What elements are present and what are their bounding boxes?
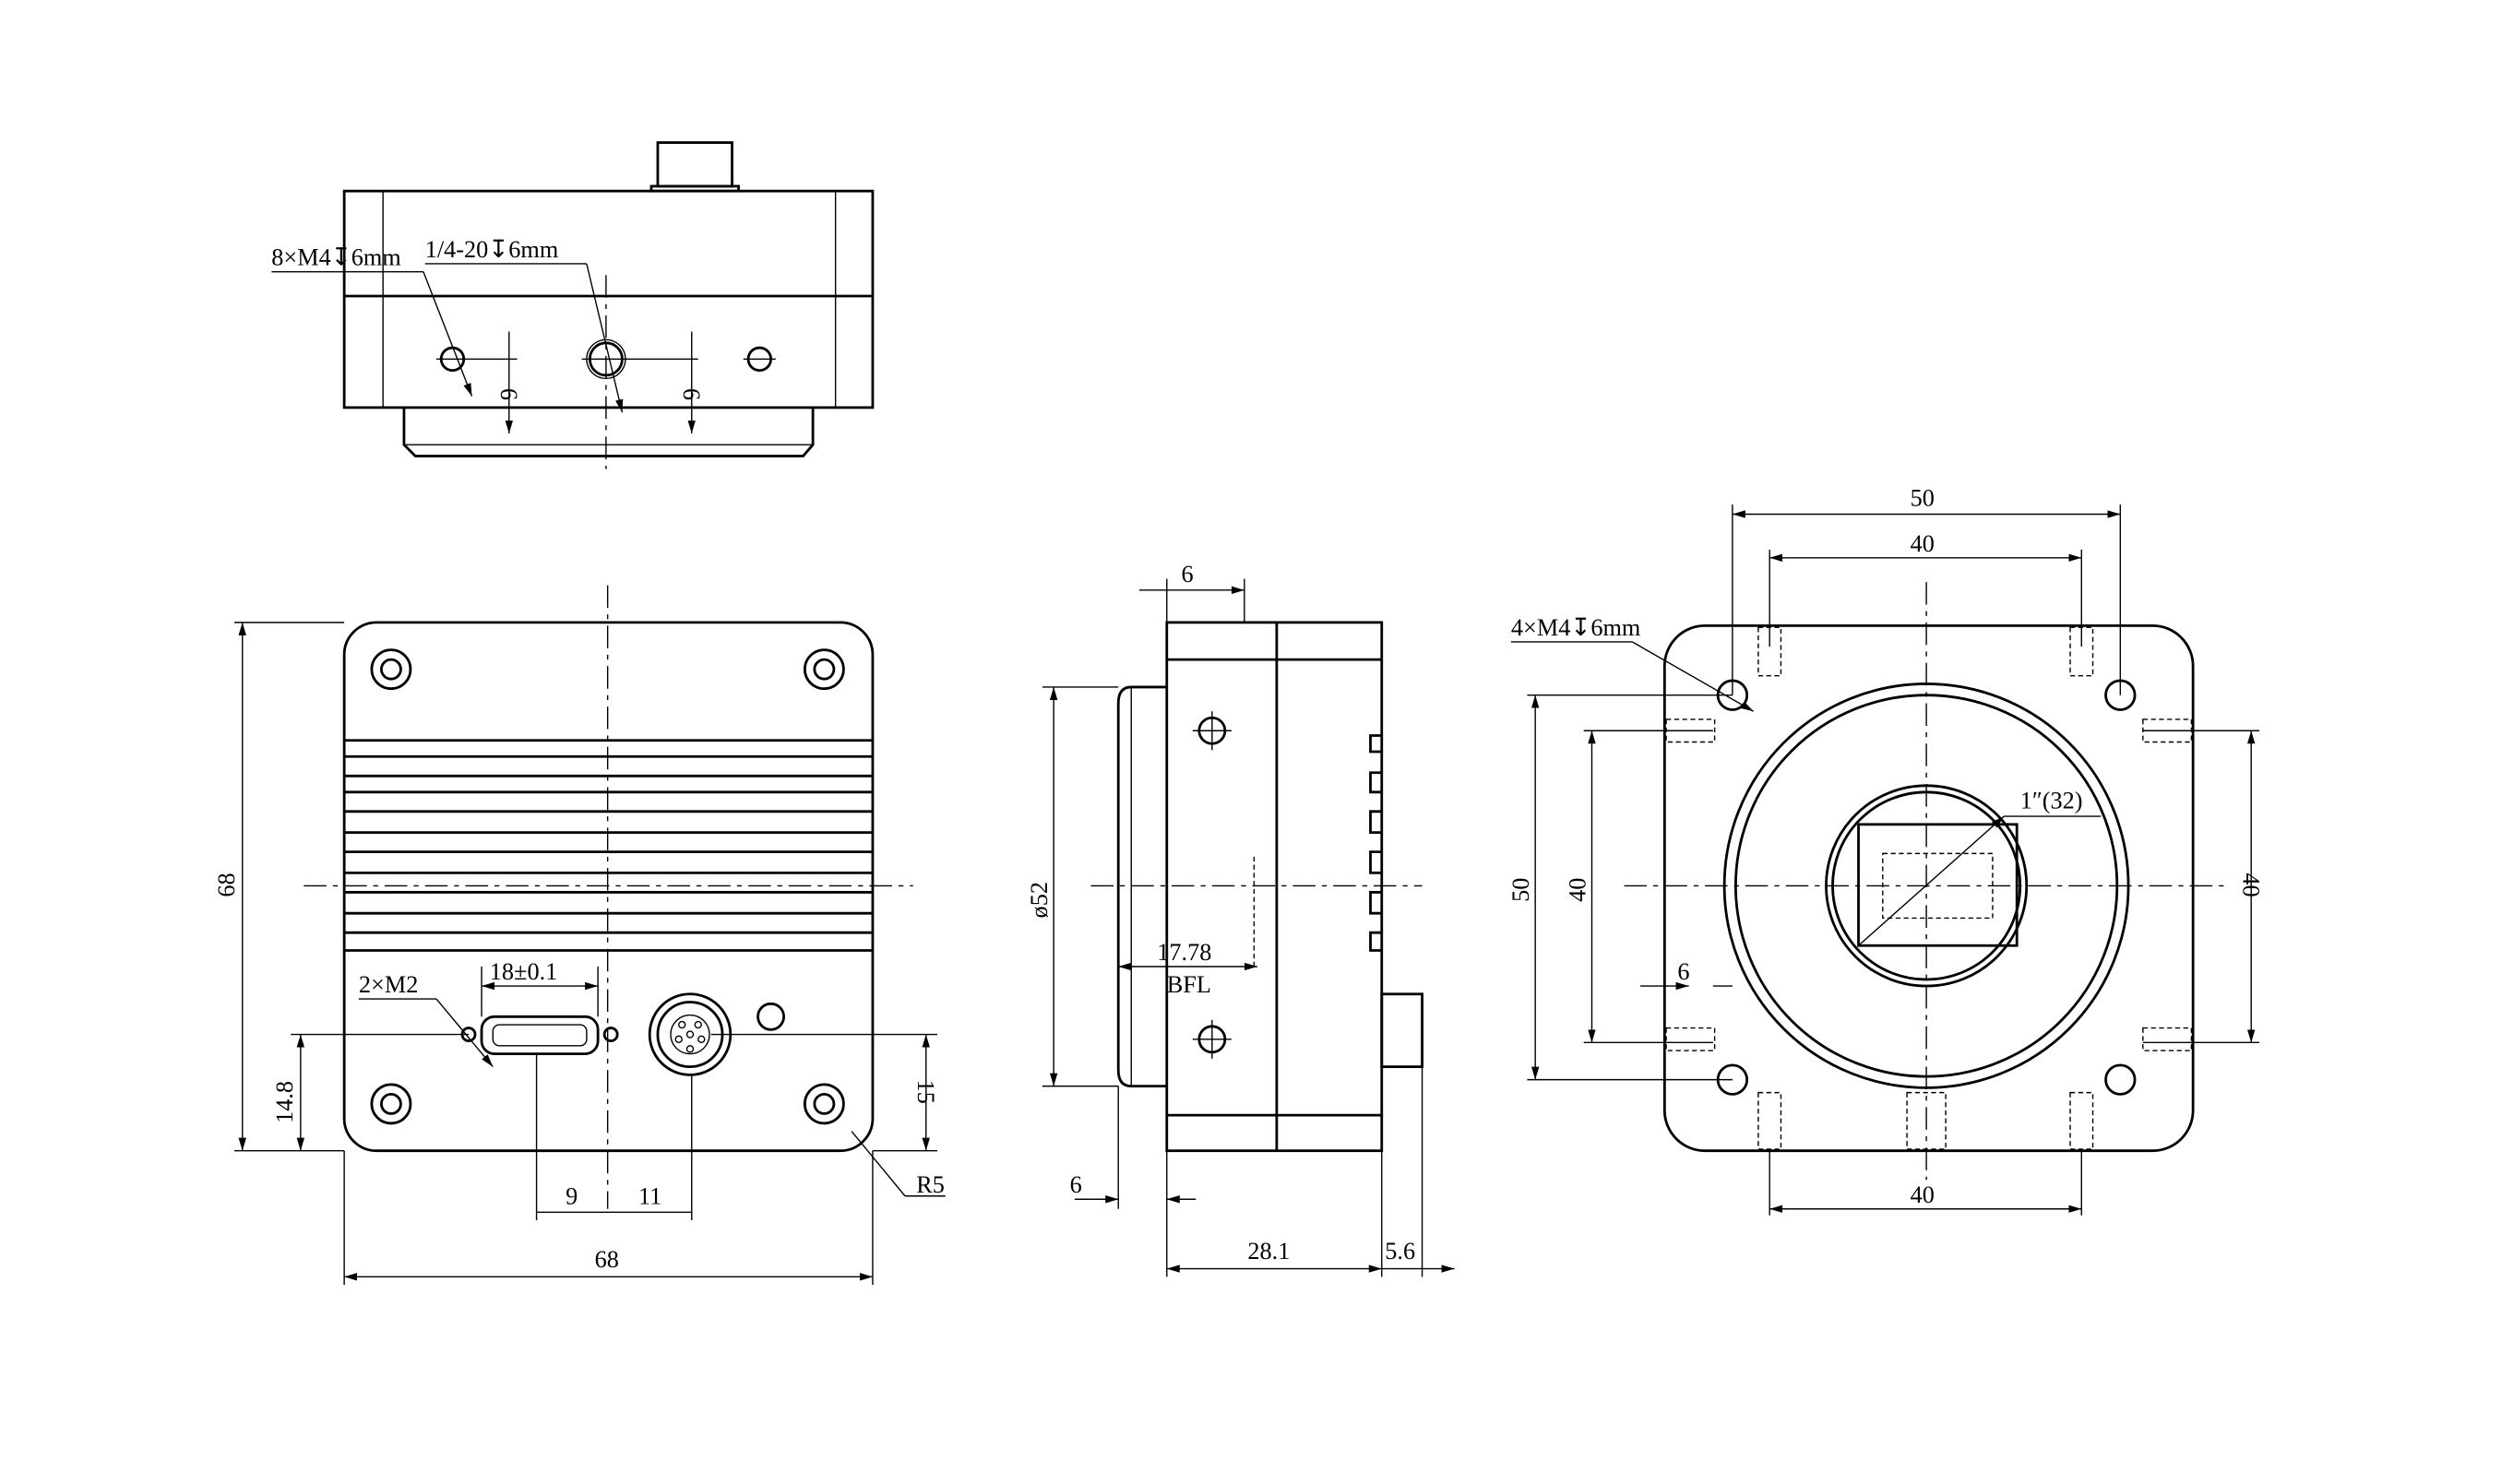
height-outer-dim: 50 <box>1507 878 1534 902</box>
m2-callout: 2×M2 <box>359 971 418 998</box>
depth-dim: 28.1 <box>1247 1238 1290 1264</box>
bfl-label: BFL <box>1167 971 1211 998</box>
connector <box>656 141 733 188</box>
sensor-size-callout: 1″(32) <box>2020 787 2083 813</box>
front-view: 68 14.8 15 68 9 11 18±0.1 2×M2 R5 <box>213 585 946 1286</box>
dim-label: 6 <box>1182 561 1194 588</box>
corner-screws <box>370 648 845 1125</box>
usb-width-dim: 18±0.1 <box>490 958 558 985</box>
width-inner-dim: 40 <box>1911 530 1935 557</box>
lens-view: 50 40 40 50 40 40 6 4×M4↧6mm 1″(32) <box>1507 485 2264 1216</box>
dim-label: 6 <box>1677 958 1689 985</box>
sensor <box>1857 823 2019 947</box>
tripod-callout: 1/4-20↧6mm <box>425 236 559 263</box>
width-bottom-dim: 40 <box>1911 1181 1935 1208</box>
side-view: 6 ø52 17.78 BFL 6 28.1 5.6 <box>1026 561 1455 1277</box>
dim-label: 11 <box>638 1183 661 1210</box>
top-view: 6 6 8×M4↧6mm 1/4-20↧6mm <box>271 141 875 469</box>
dim-label: 9 <box>566 1183 578 1210</box>
fin-notches <box>1369 734 1382 952</box>
width-outer-dim: 50 <box>1911 485 1935 512</box>
height-inner-dim: 40 <box>1564 878 1590 902</box>
diameter-dim: ø52 <box>1026 882 1053 918</box>
usb-port <box>480 1015 600 1055</box>
height-right-dim: 40 <box>2237 873 2264 896</box>
cooling-fins <box>344 739 873 952</box>
dim-label: 15 <box>912 1080 939 1104</box>
radius-callout: R5 <box>916 1171 945 1198</box>
height-dim: 68 <box>213 873 240 896</box>
dim-label: 6 <box>1070 1171 1082 1198</box>
width-dim: 68 <box>595 1246 619 1273</box>
connector-dim: 5.6 <box>1385 1238 1415 1264</box>
m4-callout: 8×M4↧6mm <box>271 244 401 271</box>
dim-label: 14.8 <box>271 1081 298 1123</box>
dim-label: 6 <box>495 388 522 400</box>
bfl-value: 17.78 <box>1157 939 1211 966</box>
dim-label: 6 <box>678 388 705 400</box>
connector <box>1380 992 1423 1069</box>
m4-callout: 4×M4↧6mm <box>1511 614 1641 641</box>
